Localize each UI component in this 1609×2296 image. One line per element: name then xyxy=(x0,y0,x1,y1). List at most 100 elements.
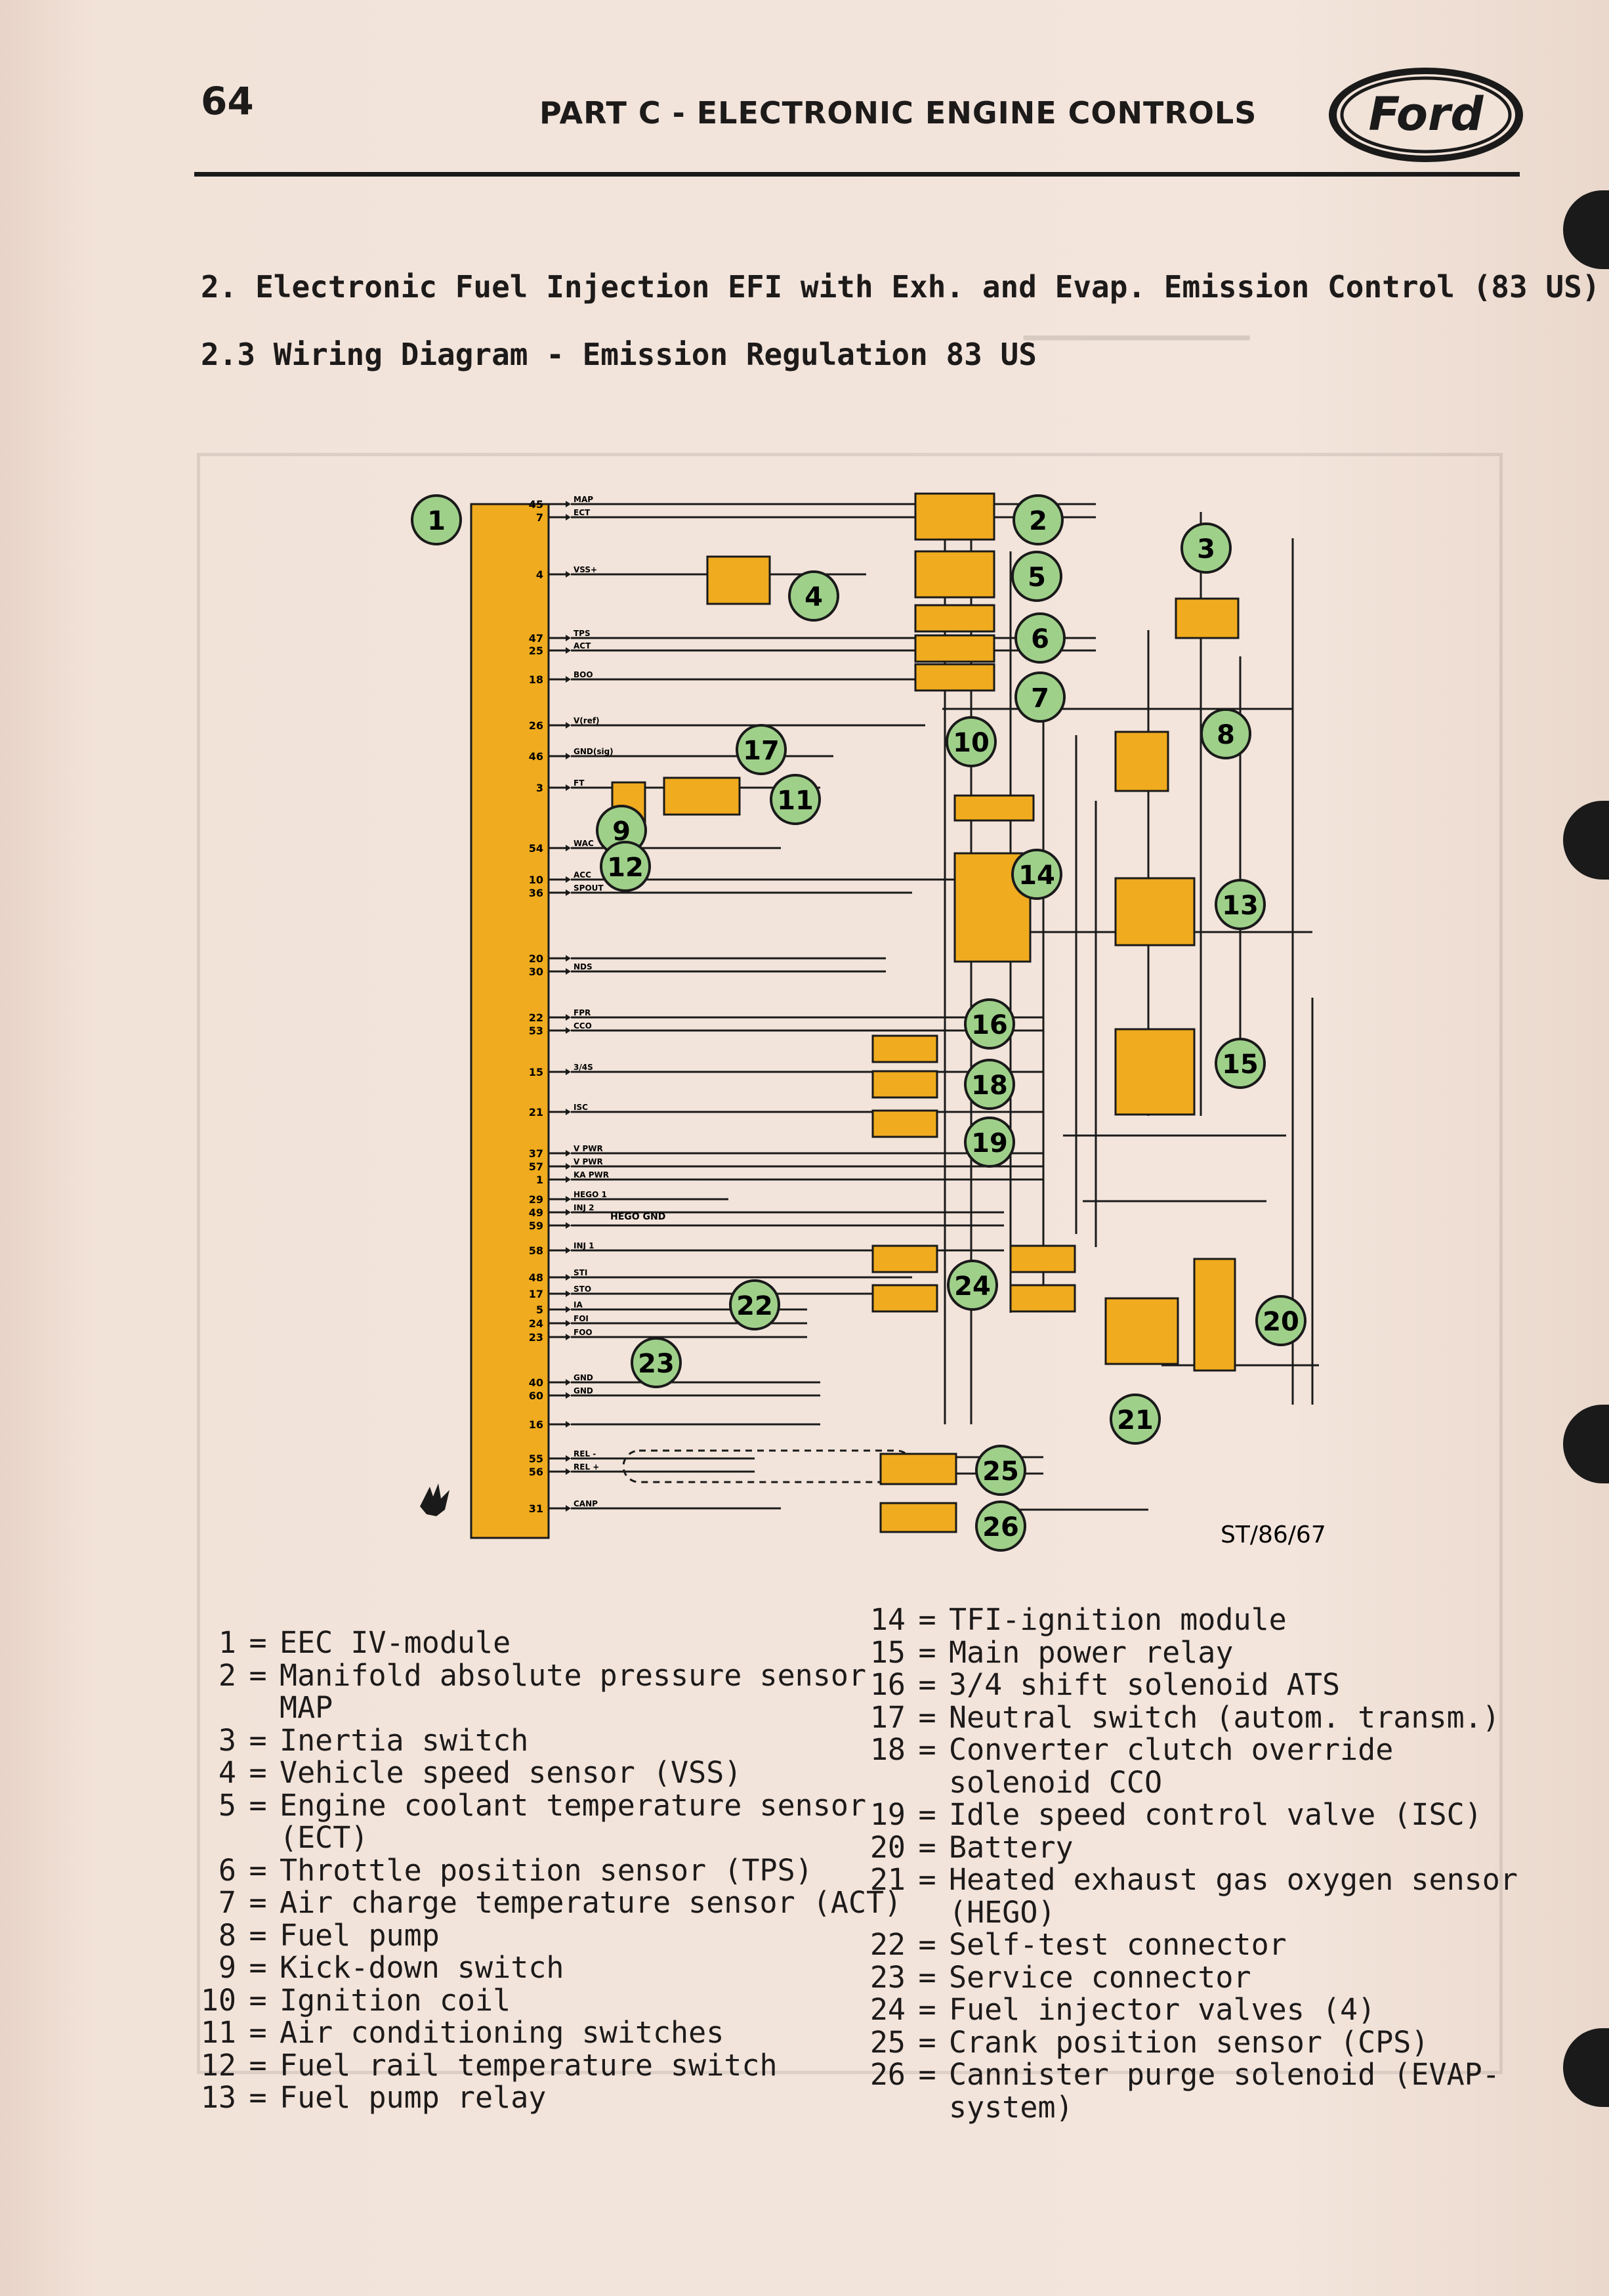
pin-label: V PWR xyxy=(574,1144,603,1153)
callout-6: 6 xyxy=(1014,612,1066,664)
battery xyxy=(1193,1258,1236,1372)
legend-text: Fuel injector valves (4) xyxy=(949,1992,1376,2027)
bleed-through-heading: ━━━━━━━━━━━━━ xyxy=(1024,322,1250,355)
pin-label: REL - xyxy=(574,1449,596,1458)
legend-number: 7 xyxy=(218,1885,236,1920)
legend-number: 10 xyxy=(200,1982,236,2018)
pin-label: WAC xyxy=(574,839,594,848)
legend-item: 21=Heated exhaust gas oxygen sensor xyxy=(865,1863,1518,1896)
ac-switch-block xyxy=(663,776,741,816)
pin-number: 60 xyxy=(529,1390,543,1402)
section-subheading: 2.3 Wiring Diagram - Emission Regulation… xyxy=(201,337,1037,372)
callout-18: 18 xyxy=(964,1059,1015,1110)
callout-number: 10 xyxy=(953,728,990,758)
callout-number: 13 xyxy=(1222,891,1259,921)
pin-label: INJ 2 xyxy=(574,1203,595,1212)
callout-15: 15 xyxy=(1215,1038,1266,1089)
module-pin: 3 FT xyxy=(536,778,585,794)
callout-23: 23 xyxy=(631,1337,682,1388)
pin-label: BOO xyxy=(574,670,593,679)
callout-number: 23 xyxy=(638,1349,675,1379)
legend-number: 19 xyxy=(869,1797,906,1832)
pin-label: STO xyxy=(574,1285,591,1294)
legend-number: 6 xyxy=(218,1852,236,1888)
callout-number: 5 xyxy=(1028,563,1046,593)
callout-number: 20 xyxy=(1263,1307,1299,1337)
callout-19: 19 xyxy=(964,1116,1015,1168)
pin-number: 37 xyxy=(529,1147,543,1160)
legend-number: 14 xyxy=(869,1602,906,1637)
legend-equals: = xyxy=(249,1755,267,1790)
callout-24: 24 xyxy=(947,1260,998,1311)
pin-number: 36 xyxy=(529,887,543,899)
pin-number: 10 xyxy=(529,874,543,886)
callout-number: 14 xyxy=(1018,861,1055,891)
legend-item: 19=Idle speed control valve (ISC) xyxy=(865,1798,1518,1831)
callout-number: 6 xyxy=(1031,624,1049,654)
header-title: PART C - ELECTRONIC ENGINE CONTROLS xyxy=(539,95,1257,131)
eagle-icon xyxy=(420,1483,449,1516)
pin-label: MAP xyxy=(574,495,593,504)
pin-label: ACC xyxy=(574,870,591,880)
callout-16: 16 xyxy=(964,998,1015,1050)
callout-21: 21 xyxy=(1110,1393,1161,1445)
callout-number: 2 xyxy=(1029,506,1047,536)
legend-equals: = xyxy=(918,1634,936,1670)
callout-number: 24 xyxy=(954,1271,991,1302)
legend-item: 25=Crank position sensor (CPS) xyxy=(865,2026,1518,2059)
purge-solenoid xyxy=(879,1502,957,1533)
legend-text: Crank position sensor (CPS) xyxy=(949,2024,1429,2060)
pin-number: 20 xyxy=(529,952,543,965)
injector-3 xyxy=(1009,1244,1076,1273)
legend-text: Idle speed control valve (ISC) xyxy=(949,1797,1482,1832)
legend-number: 11 xyxy=(200,2015,236,2050)
speed-sensor xyxy=(706,555,771,605)
pin-number: 17 xyxy=(529,1288,543,1300)
legend-item: 4=Vehicle speed sensor (VSS) xyxy=(196,1756,902,1789)
pin-label: KA PWR xyxy=(574,1170,609,1180)
legend-item: 1=EEC IV-module xyxy=(196,1626,902,1659)
callout-7: 7 xyxy=(1014,671,1066,723)
pin-label: VSS+ xyxy=(574,565,597,574)
pin-number: 45 xyxy=(529,498,543,511)
legend-equals: = xyxy=(249,1917,267,1953)
pin-number: 3 xyxy=(536,782,543,794)
diagram-reference: ST/86/67 xyxy=(1221,1521,1326,1548)
legend-equals: = xyxy=(249,2080,267,2115)
pin-number: 53 xyxy=(529,1025,543,1037)
main-power-relay xyxy=(1114,1028,1196,1116)
pin-label: FT xyxy=(574,778,585,788)
legend-equals: = xyxy=(249,2015,267,2050)
legend-text: Fuel rail temperature switch xyxy=(280,2047,778,2083)
legend-continuation: (HEGO) xyxy=(949,1894,1056,1930)
callout-number: 18 xyxy=(971,1071,1008,1101)
pin-label: CANP xyxy=(574,1499,598,1508)
pin-number: 15 xyxy=(529,1066,543,1078)
pin-number: 48 xyxy=(529,1271,543,1284)
air-temp-sensor xyxy=(914,663,995,692)
legend-item: 13=Fuel pump relay xyxy=(196,2081,902,2114)
legend-number: 22 xyxy=(869,1927,906,1962)
pin-label: 3/4S xyxy=(574,1063,593,1072)
legend-equals: = xyxy=(918,2024,936,2060)
legend-equals: = xyxy=(249,1982,267,2018)
legend-equals: = xyxy=(249,1852,267,1888)
pin-label: V PWR xyxy=(574,1157,603,1166)
legend-text: Inertia switch xyxy=(280,1722,529,1758)
legend-equals: = xyxy=(918,1862,936,1897)
callout-number: 17 xyxy=(743,736,780,766)
callout-5: 5 xyxy=(1011,551,1062,602)
pin-number: 55 xyxy=(529,1453,543,1465)
legend-item: 15=Main power relay xyxy=(865,1636,1518,1669)
